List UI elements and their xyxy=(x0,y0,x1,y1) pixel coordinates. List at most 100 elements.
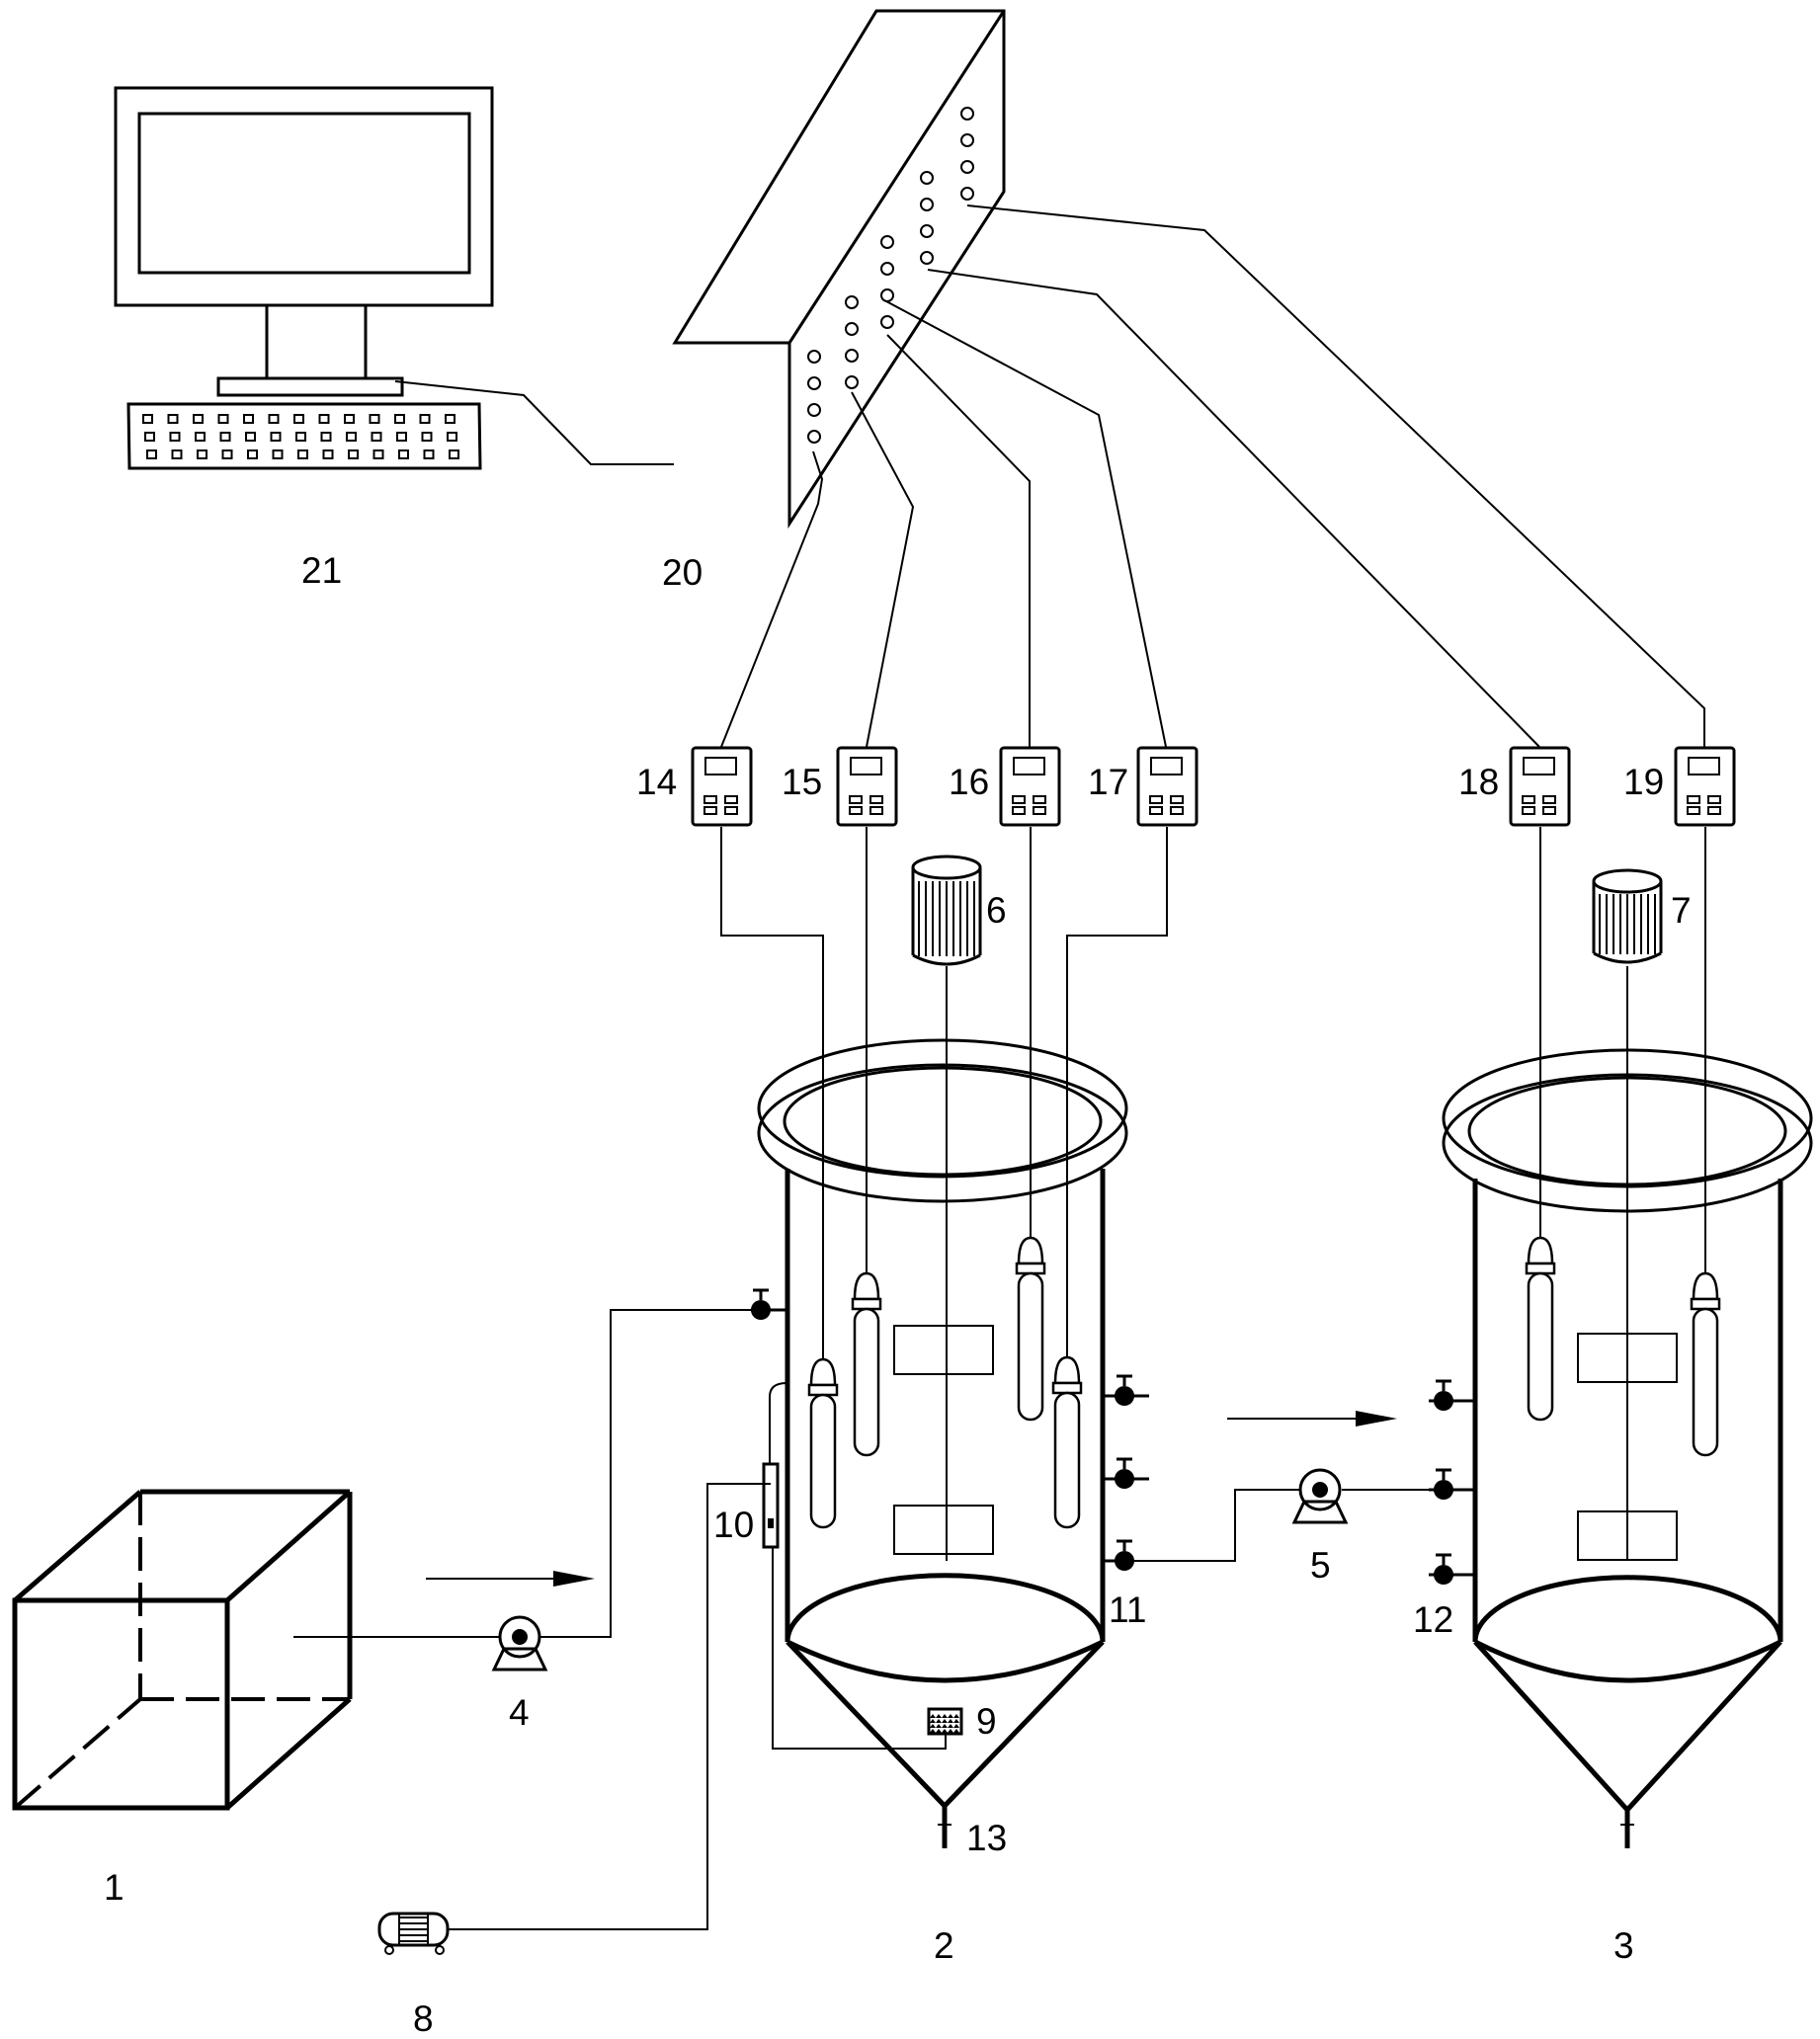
aerator-pore xyxy=(942,1724,948,1728)
label-13: 13 xyxy=(966,1818,1007,1858)
meter-14 xyxy=(691,746,753,827)
terminal-port xyxy=(960,187,974,201)
label-21: 21 xyxy=(301,550,342,591)
keyboard-key xyxy=(195,432,206,442)
aerator-pore xyxy=(930,1714,936,1718)
terminal-port xyxy=(880,235,894,249)
label-8: 8 xyxy=(413,1998,434,2039)
label-11: 11 xyxy=(1109,1590,1146,1630)
keyboard-key xyxy=(344,414,355,424)
keyboard-key xyxy=(144,432,155,442)
keyboard-key xyxy=(394,414,405,424)
terminal-port xyxy=(845,295,859,309)
keyboard-key xyxy=(272,449,284,459)
label-16: 16 xyxy=(949,762,989,802)
terminal-port xyxy=(845,322,859,336)
label-4: 4 xyxy=(509,1692,530,1733)
keyboard-key xyxy=(447,432,457,442)
keyboard-key xyxy=(221,449,233,459)
keyboard-key xyxy=(423,449,435,459)
probe-19 xyxy=(1690,1271,1721,1457)
aerator xyxy=(927,1707,963,1736)
aerator-pore xyxy=(953,1719,959,1723)
terminal-port xyxy=(880,288,894,302)
terminal-port xyxy=(920,251,934,265)
terminal-port xyxy=(880,315,894,329)
aerator-pore xyxy=(936,1724,942,1728)
pump-b xyxy=(1291,1468,1349,1524)
keyboard-key xyxy=(396,432,407,442)
keyboard-key xyxy=(445,414,455,424)
terminal-port xyxy=(807,430,821,444)
signal-wires xyxy=(394,204,1706,1361)
keyboard-key xyxy=(320,432,332,442)
keyboard-key xyxy=(193,414,204,424)
keyboard-key xyxy=(171,449,183,459)
probe-16 xyxy=(1015,1236,1046,1422)
controller-box xyxy=(672,9,1006,530)
terminal-port xyxy=(845,349,859,363)
keyboard-key xyxy=(449,449,459,459)
aerator-pore xyxy=(942,1719,948,1723)
meter-15 xyxy=(836,746,898,827)
keyboard-key xyxy=(372,449,384,459)
label-3: 3 xyxy=(1613,1925,1634,1966)
keyboard-key xyxy=(217,414,229,424)
terminal-port xyxy=(960,107,974,121)
terminal-port xyxy=(960,133,974,147)
label-5: 5 xyxy=(1310,1545,1331,1586)
meter-16 xyxy=(999,746,1061,827)
probe-14 xyxy=(807,1357,839,1529)
pump-a xyxy=(491,1615,548,1672)
aerator-pore xyxy=(953,1729,959,1733)
computer xyxy=(114,86,494,470)
keyboard-key xyxy=(270,432,282,442)
monitor-frame xyxy=(114,86,494,307)
probe-18 xyxy=(1525,1236,1556,1422)
keyboard-key xyxy=(371,432,382,442)
monitor-base xyxy=(216,376,404,397)
reactor-b xyxy=(1442,1048,1813,1848)
aerator-pore xyxy=(936,1729,942,1733)
keyboard-key xyxy=(243,414,254,424)
keyboard-key xyxy=(419,414,431,424)
label-12: 12 xyxy=(1413,1599,1453,1640)
label-18: 18 xyxy=(1458,762,1499,802)
keyboard-key xyxy=(322,449,334,459)
keyboard-key xyxy=(219,432,231,442)
label-2: 2 xyxy=(934,1925,954,1966)
terminal-port xyxy=(880,262,894,276)
label-19: 19 xyxy=(1623,762,1664,802)
monitor-screen xyxy=(137,112,471,275)
labels: 1 2 3 4 5 6 7 8 9 10 11 12 13 14 15 16 1… xyxy=(104,550,1692,2039)
keyboard-key xyxy=(197,449,207,459)
terminal-port xyxy=(920,224,934,238)
label-9: 9 xyxy=(976,1701,997,1742)
label-15: 15 xyxy=(782,762,822,802)
keyboard-key xyxy=(346,432,357,442)
aerator-pore xyxy=(948,1714,953,1718)
keyboard-key xyxy=(293,414,304,424)
keyboard-key xyxy=(167,414,179,424)
meter-17 xyxy=(1136,746,1199,827)
label-1: 1 xyxy=(104,1867,124,1908)
keyboard-key xyxy=(295,432,306,442)
keyboard-key xyxy=(169,432,181,442)
keyboard-key xyxy=(318,414,330,424)
keyboard-key xyxy=(348,449,359,459)
air-blower xyxy=(377,1912,450,1955)
terminal-port xyxy=(807,376,821,390)
probe-17 xyxy=(1051,1355,1083,1529)
aerator-pore xyxy=(948,1719,953,1723)
terminal-port xyxy=(920,198,934,211)
aerator-pore xyxy=(930,1724,936,1728)
keyboard-key xyxy=(268,414,280,424)
motor-a xyxy=(911,855,982,966)
keyboard-key xyxy=(398,449,409,459)
keyboard-key xyxy=(247,449,258,459)
label-14: 14 xyxy=(636,762,677,802)
terminal-port xyxy=(845,375,859,389)
keyboard-icon xyxy=(126,402,482,470)
aerator-pore xyxy=(953,1714,959,1718)
